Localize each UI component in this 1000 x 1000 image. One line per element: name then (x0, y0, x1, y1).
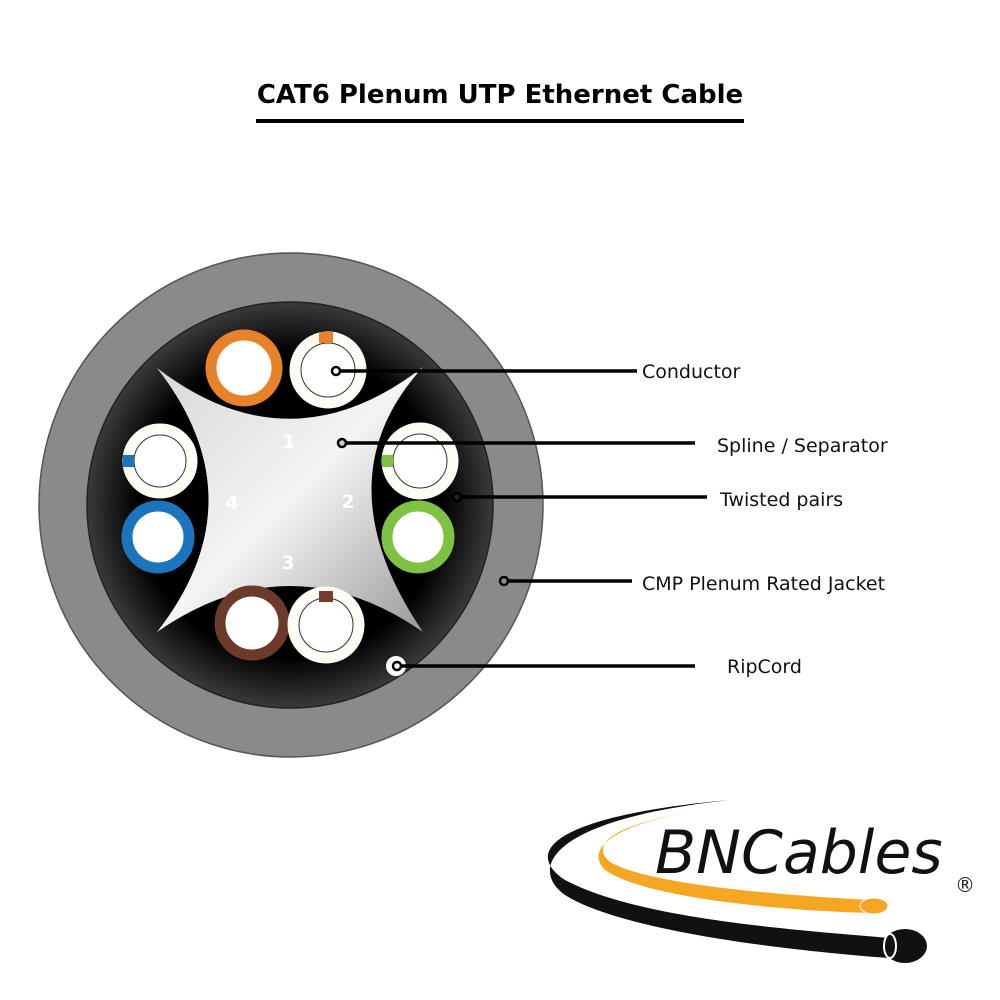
callout-jacket: CMP Plenum Rated Jacket (498, 573, 885, 595)
callout-label-jacket: CMP Plenum Rated Jacket (642, 573, 885, 595)
logo-text: BNCables (655, 818, 943, 888)
page-title: CAT6 Plenum UTP Ethernet Cable (256, 80, 744, 110)
registered-mark: ® (955, 873, 975, 897)
pair-number-4: 4 (225, 492, 238, 514)
spline-separator (157, 367, 423, 632)
pair-1 (205, 329, 367, 409)
callout-conductor: Conductor (330, 361, 741, 383)
callout-label-ripcord: RipCord (727, 656, 802, 678)
logo-orange-swoosh (598, 810, 872, 913)
bncables-logo: BNCables ® (547, 800, 975, 963)
pair-3 (214, 585, 365, 664)
callout-ripcord: RipCord (391, 656, 802, 678)
callout-spline: Spline / Separator (336, 435, 888, 457)
logo-black-swoosh (547, 800, 890, 958)
callout-twisted-pairs: Twisted pairs (451, 489, 843, 511)
callout-label-twisted-pairs: Twisted pairs (719, 489, 843, 511)
callout-label-spline: Spline / Separator (717, 435, 888, 457)
pair-number-1: 1 (282, 431, 295, 453)
pair-4 (121, 423, 198, 574)
pair-number-3: 3 (281, 552, 294, 574)
pair-number-2: 2 (341, 491, 354, 513)
title-underline (256, 119, 744, 123)
callout-label-conductor: Conductor (642, 361, 741, 383)
pair-2 (381, 422, 459, 574)
